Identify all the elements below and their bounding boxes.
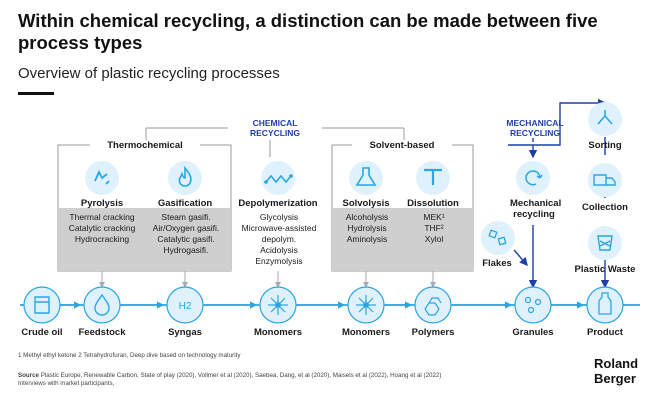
sorting-label: Sorting: [588, 140, 622, 151]
mechanical-recycling-icon: [516, 161, 550, 195]
collection-truck-icon: [588, 163, 622, 197]
process-title-depolymerization: Depolymerization: [238, 198, 318, 209]
footnote: 1 Methyl ethyl ketone 2 Tetrahydrofuran,…: [18, 352, 241, 359]
product-label-monomers-2: Monomers: [341, 327, 391, 338]
method-item: Steam gasifi.: [161, 212, 211, 222]
process-title-pyrolysis: Pyrolysis: [80, 198, 124, 209]
product-label-syngas: Syngas: [168, 327, 202, 338]
product-label-polymers: Polymers: [411, 327, 455, 338]
dissolution-solvents: MEK¹ THF² Xylol: [404, 212, 464, 245]
chemical-recycling-label: CHEMICAL RECYCLING: [249, 118, 301, 138]
thermochemical-box: [57, 144, 232, 272]
method-item: MEK¹: [423, 212, 445, 222]
brand-line-2: Berger: [594, 371, 636, 386]
source-line-1: Source Plastic Europe, Renewable Carbon,…: [18, 372, 441, 380]
mechanical-flow: [508, 98, 610, 289]
method-item: Hydrolysis: [347, 223, 387, 233]
mechanical-recycling-label: MECHANICAL RECYCLING: [506, 118, 564, 138]
crude-oil-icon: [23, 286, 61, 324]
method-item: Hydrocracking: [74, 234, 130, 244]
plastic-waste-icon: [588, 226, 622, 260]
dissolution-icon: [416, 161, 450, 195]
process-title-solvolysis: Solvolysis: [342, 198, 390, 209]
method-item: Air/Oxygen gasifi.: [152, 223, 220, 233]
pyrolysis-methods: Thermal cracking Catalytic cracking Hydr…: [58, 212, 146, 245]
method-item: Hydrogasifi.: [163, 245, 209, 255]
polymers-icon: [414, 286, 452, 324]
plastic-waste-label: Plastic Waste: [574, 264, 636, 275]
product-label-product: Product: [587, 327, 623, 338]
collection-label: Collection: [582, 202, 628, 213]
depolymerization-methods: Glycolysis Microwave-assisted depolym. A…: [233, 212, 325, 267]
monomers-icon-1: [259, 286, 297, 324]
method-item: Xylol: [424, 234, 444, 244]
roland-berger-logo: Roland Berger: [594, 356, 638, 386]
flakes-icon: [481, 221, 515, 255]
feedstock-drop-icon: [83, 286, 121, 324]
product-label-crude-oil: Crude oil: [21, 327, 63, 338]
source-text: Plastic Europe, Renewable Carbon, State …: [40, 372, 442, 379]
title-underline: [18, 92, 54, 95]
flask-icon: [349, 161, 383, 195]
process-title-dissolution: Dissolution: [407, 198, 459, 209]
method-item: Glycolysis: [259, 212, 299, 222]
source-line-2: Interviews with market participants,: [18, 380, 115, 387]
thermochemical-label: Thermochemical: [90, 140, 200, 151]
product-label-granules: Granules: [512, 327, 554, 338]
solvent-based-label: Solvent-based: [352, 140, 452, 151]
gasification-methods: Steam gasifi. Air/Oxygen gasifi. Catalyt…: [142, 212, 230, 256]
flame-icon: [168, 161, 202, 195]
molecule-chain-icon: [261, 161, 295, 195]
method-item: Catalytic cracking: [68, 223, 136, 233]
method-item: Enzymolysis: [255, 256, 303, 266]
solvolysis-methods: Alcoholysis Hydrolysis Aminolysis: [336, 212, 398, 245]
product-label-feedstock: Feedstock: [78, 327, 126, 338]
process-title-gasification: Gasification: [157, 198, 213, 209]
process-arrows: [99, 271, 436, 288]
brand-line-1: Roland: [594, 356, 639, 371]
pyrolysis-icon: [85, 161, 119, 195]
method-item: Acidolysis: [260, 245, 298, 255]
product-label-monomers-1: Monomers: [253, 327, 303, 338]
sorting-icon: [588, 102, 622, 136]
method-item: Microwave-assisted: [241, 223, 317, 233]
source-label: Source: [18, 372, 39, 379]
method-item: THF²: [424, 223, 444, 233]
method-item: Aminolysis: [346, 234, 388, 244]
page-title: Within chemical recycling, a distinction…: [18, 10, 598, 53]
syngas-icon: H2: [166, 286, 204, 324]
page-subtitle: Overview of plastic recycling processes: [18, 65, 280, 82]
method-item: Thermal cracking: [69, 212, 135, 222]
product-bottle-icon: [586, 286, 624, 324]
method-item: Catalytic gasifi.: [157, 234, 215, 244]
solvent-box: [331, 144, 474, 272]
monomers-icon-2: [347, 286, 385, 324]
flakes-label: Flakes: [482, 258, 512, 269]
method-item: depolym.: [261, 234, 297, 244]
h2-glyph: H2: [179, 301, 192, 312]
granules-icon: [514, 286, 552, 324]
method-item: Alcoholysis: [345, 212, 389, 222]
mechanical-recycling-process-label: Mechanical recycling: [510, 198, 562, 220]
